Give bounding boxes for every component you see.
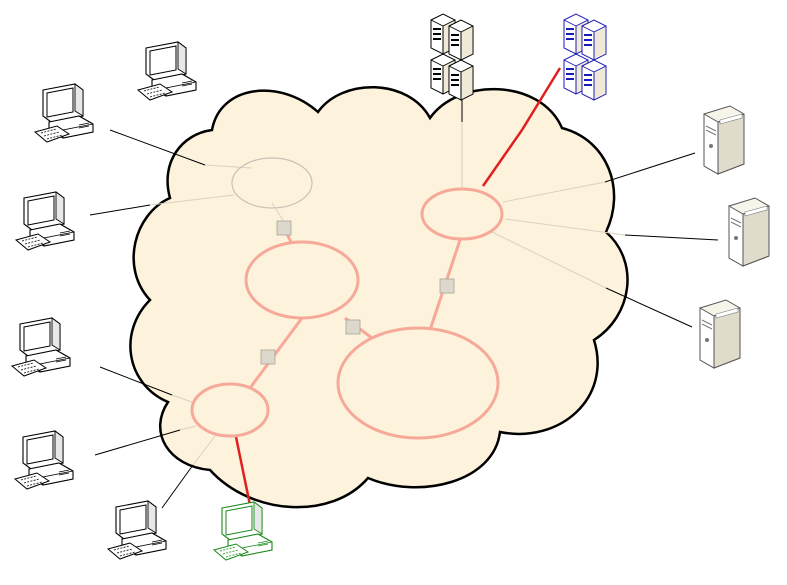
inner-links: [149, 122, 626, 466]
desktop-computer-icon[interactable]: [107, 500, 167, 560]
gateway-square: [276, 220, 292, 236]
ring-node-server-side: [420, 187, 504, 241]
network-cloud: [129, 85, 629, 509]
desktop-computer-icon[interactable]: [11, 317, 71, 377]
server-tower-icon[interactable]: [699, 299, 741, 369]
ring-node-center: [244, 240, 360, 320]
highlight-links: [234, 67, 562, 506]
desktop-computer-icon[interactable]: [14, 430, 74, 490]
faint-ring-node: [231, 157, 313, 209]
highlighted-server-cluster-icon[interactable]: [564, 14, 606, 100]
desktop-computer-icon[interactable]: [137, 41, 197, 101]
desktop-computer-icon[interactable]: [15, 191, 75, 251]
desktop-computer-icon[interactable]: [34, 83, 94, 143]
gateway-square: [345, 319, 361, 335]
gateway-square: [439, 278, 455, 294]
highlighted-computer-icon[interactable]: [213, 501, 273, 561]
ring-node-large: [336, 326, 500, 440]
ring-node-client-side: [190, 382, 270, 438]
server-tower-icon[interactable]: [703, 105, 745, 175]
server-tower-icon[interactable]: [728, 197, 770, 267]
server-cluster-icon[interactable]: [431, 14, 473, 100]
gateway-nodes: [260, 220, 455, 365]
gateway-square: [260, 349, 276, 365]
